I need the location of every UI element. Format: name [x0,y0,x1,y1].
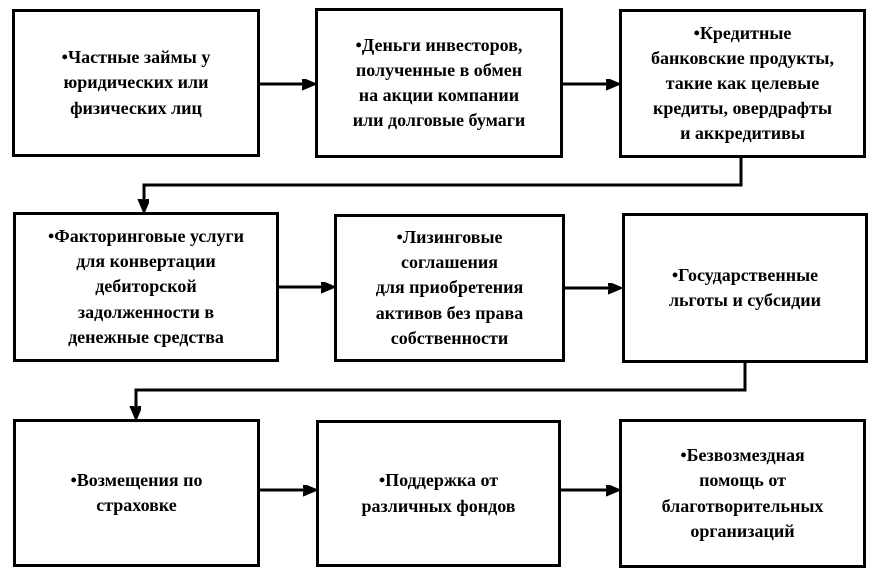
node-factoring-label: •Факторинговые услуги для конвертации де… [47,226,245,347]
node-state-benefits: •Государственные льготы и субсидии [622,213,868,363]
arrow-state-benefits-to-insurance [136,363,747,417]
node-charity: •Безвозмездная помощь от благотворительн… [619,419,866,568]
node-factoring: •Факторинговые услуги для конвертации де… [13,212,279,362]
node-charity-label: •Безвозмездная помощь от благотворительн… [661,445,824,541]
node-credit-products: •Кредитные банковские продукты, такие ка… [619,9,866,158]
node-private-loans-label: •Частные займы у юридических или физичес… [61,47,211,118]
node-leasing: •Лизинговые соглашения для приобретения … [334,214,565,362]
node-state-benefits-label: •Государственные льготы и субсидии [668,264,822,310]
node-insurance: •Возмещения по страховке [13,419,260,567]
node-funds-support: •Поддержка от различных фондов [316,420,561,567]
node-investor-money: •Деньги инвесторов, полученные в обмен н… [315,8,563,158]
node-insurance-label: •Возмещения по страховке [70,469,203,515]
node-investor-money-label: •Деньги инвесторов, полученные в обмен н… [352,34,526,131]
node-private-loans: •Частные займы у юридических или физичес… [12,9,260,157]
node-credit-products-label: •Кредитные банковские продукты, такие ка… [651,22,834,144]
node-leasing-label: •Лизинговые соглашения для приобретения … [375,227,524,348]
node-funds-support-label: •Поддержка от различных фондов [361,470,516,516]
arrow-credit-products-to-factoring [144,158,743,210]
